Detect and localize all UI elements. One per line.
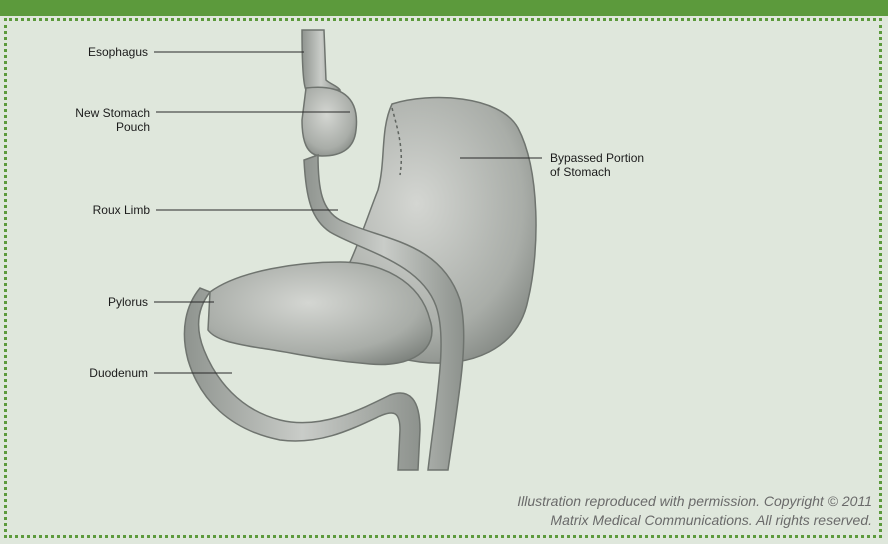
- label-pylorus: Pylorus: [40, 295, 148, 309]
- credit-line2: Matrix Medical Communications. All right…: [372, 511, 872, 530]
- label-duodenum: Duodenum: [40, 366, 148, 380]
- label-bypassed-line1: Bypassed Portion: [550, 151, 644, 165]
- label-bypassed-portion: Bypassed Portion of Stomach: [550, 151, 644, 179]
- antrum-shape: [208, 262, 432, 365]
- label-bypassed-line2: of Stomach: [550, 165, 644, 179]
- pouch-shape: [302, 87, 357, 156]
- label-roux-limb: Roux Limb: [40, 203, 150, 217]
- credit-line1: Illustration reproduced with permission.…: [372, 492, 872, 511]
- copyright-credit: Illustration reproduced with permission.…: [372, 492, 872, 530]
- label-new-stomach-pouch-line2: Pouch: [40, 120, 150, 134]
- label-esophagus: Esophagus: [40, 45, 148, 59]
- label-new-stomach-pouch-line1: New Stomach: [40, 106, 150, 120]
- esophagus-shape: [302, 30, 340, 90]
- label-new-stomach-pouch: New Stomach Pouch: [40, 106, 150, 134]
